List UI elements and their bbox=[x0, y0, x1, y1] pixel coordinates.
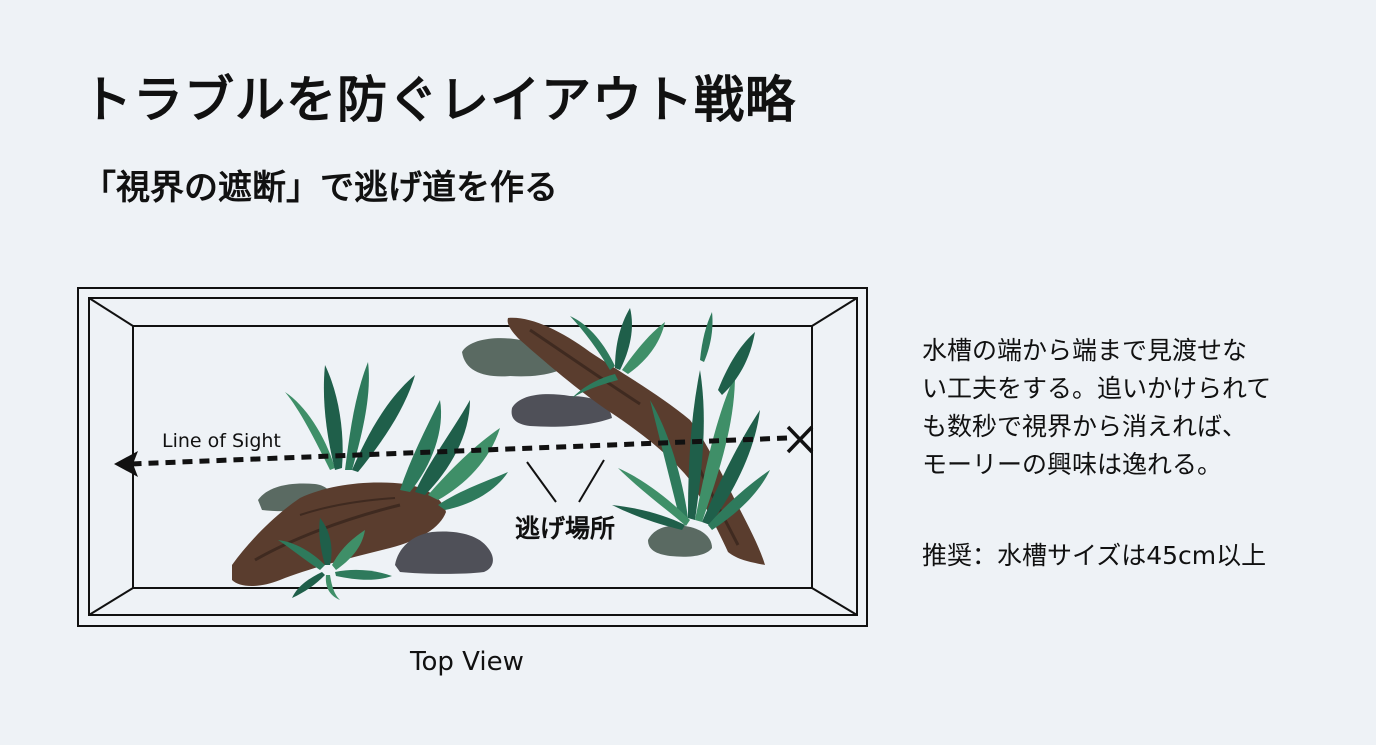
description-line: い工夫をする。追いかけられて bbox=[922, 374, 1272, 403]
line-of-sight-label: Line of Sight bbox=[162, 430, 281, 452]
description-line: も数秒で視界から消えれば、 bbox=[922, 412, 1248, 441]
rock-center bbox=[395, 531, 493, 574]
page-title: トラブルを防ぐレイアウト戦略 bbox=[82, 71, 796, 129]
arrow-left-icon bbox=[114, 451, 138, 477]
description-line: 水槽の端から端まで見渡せな bbox=[922, 336, 1248, 365]
hiding-place-label: 逃げ場所 bbox=[515, 514, 616, 543]
page-subtitle: 「視界の遮断」で逃げ道を作る bbox=[82, 168, 558, 208]
line-of-sight bbox=[129, 435, 788, 467]
description-text: 水槽の端から端まで見渡せな い工夫をする。追いかけられて も数秒で視界から消えれ… bbox=[922, 332, 1342, 484]
diagram-caption: Top View bbox=[410, 647, 524, 677]
x-mark-icon bbox=[786, 425, 814, 454]
plant-right bbox=[612, 312, 770, 530]
rock-right bbox=[648, 525, 712, 557]
plant-front-small bbox=[278, 518, 392, 600]
recommendation-text: 推奨：水槽サイズは45cm以上 bbox=[922, 541, 1267, 570]
plant-top-right bbox=[570, 308, 665, 398]
description-line: モーリーの興味は逸れる。 bbox=[922, 450, 1223, 479]
driftwood-left bbox=[232, 482, 446, 586]
plant-left bbox=[285, 362, 508, 510]
hiding-place-callout-lines bbox=[526, 459, 605, 503]
